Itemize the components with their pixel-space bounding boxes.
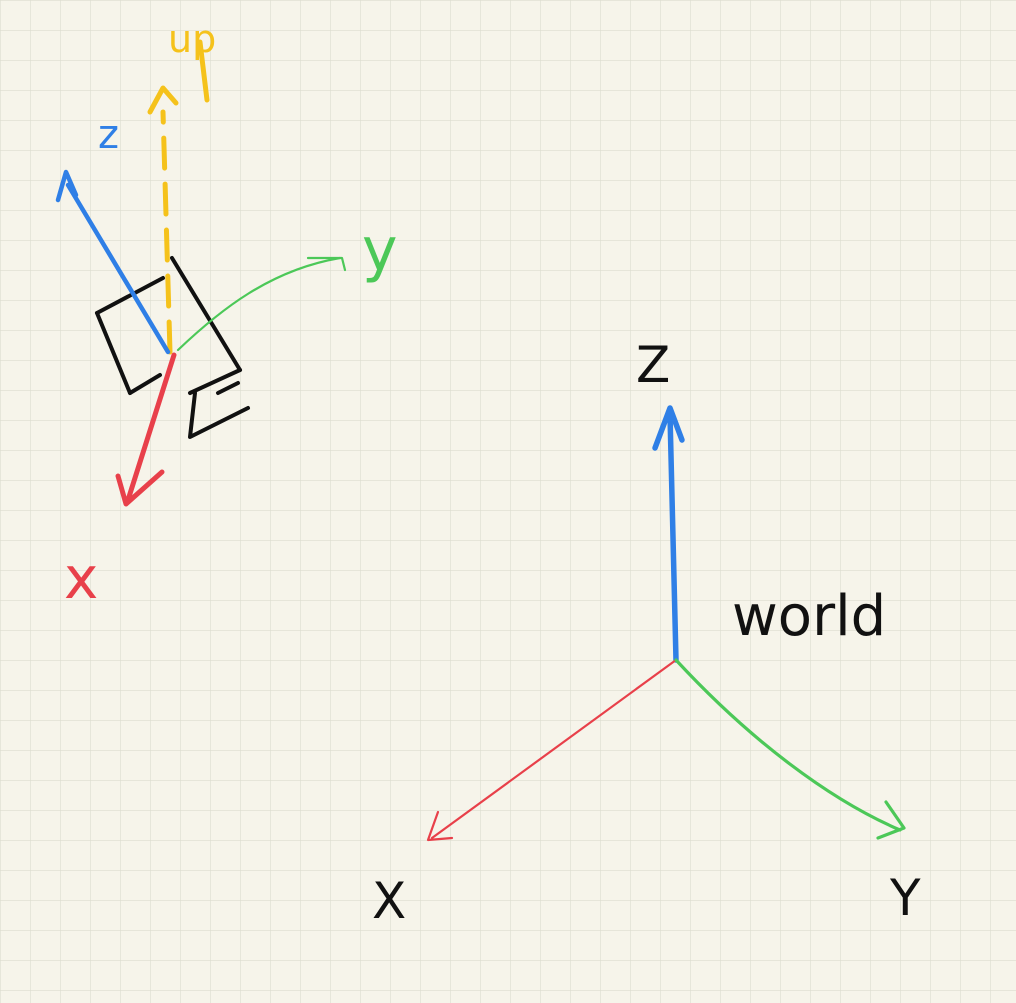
world-y-label: Y (889, 869, 921, 927)
camera-frame: up z y x (55, 17, 398, 612)
world-x-label: X (372, 872, 406, 930)
up-label: up (168, 17, 216, 61)
world-frame: Z X Y world (372, 336, 921, 930)
camera-body (95, 256, 250, 439)
camera-y-axis-arrow (176, 256, 347, 352)
camera-z-label: z (98, 112, 119, 158)
world-x-axis-arrow (426, 658, 678, 842)
world-title: world (732, 584, 886, 649)
camera-x-axis-arrow (115, 352, 177, 507)
world-y-axis-arrow (674, 658, 906, 840)
up-vector-arrow (147, 39, 210, 355)
world-z-label: Z (636, 336, 670, 394)
camera-y-label: y (362, 215, 398, 285)
camera-z-axis-arrow (55, 169, 171, 355)
camera-x-label: x (64, 544, 98, 612)
world-z-axis-arrow (652, 405, 685, 663)
